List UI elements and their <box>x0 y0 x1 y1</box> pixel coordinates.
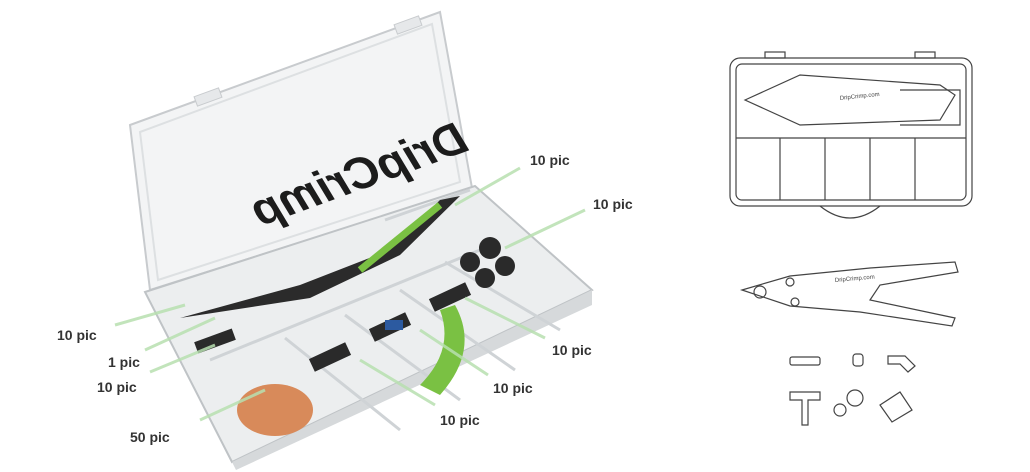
label-adapters: 10 pic <box>552 342 592 358</box>
label-elbows: 10 pic <box>493 380 533 396</box>
label-left-bottom: 10 pic <box>97 379 137 395</box>
label-left-top: 10 pic <box>57 327 97 343</box>
open-lid: DripCrimp <box>128 10 473 292</box>
fittings-line-drawing <box>789 353 916 426</box>
label-caps: 10 pic <box>593 196 633 212</box>
case-line-drawing <box>729 51 973 219</box>
label-tool: 1 pic <box>108 354 140 370</box>
label-copper: 50 pic <box>130 429 170 445</box>
crimper-line-drawing <box>739 261 959 327</box>
label-tees: 10 pic <box>530 152 570 168</box>
case-tool-imprint: DripCrimp.com <box>840 92 880 102</box>
crimper-tool-imprint: DripCrimp.com <box>835 275 875 284</box>
pointer-lines <box>114 166 586 422</box>
label-couplers: 10 pic <box>440 412 480 428</box>
